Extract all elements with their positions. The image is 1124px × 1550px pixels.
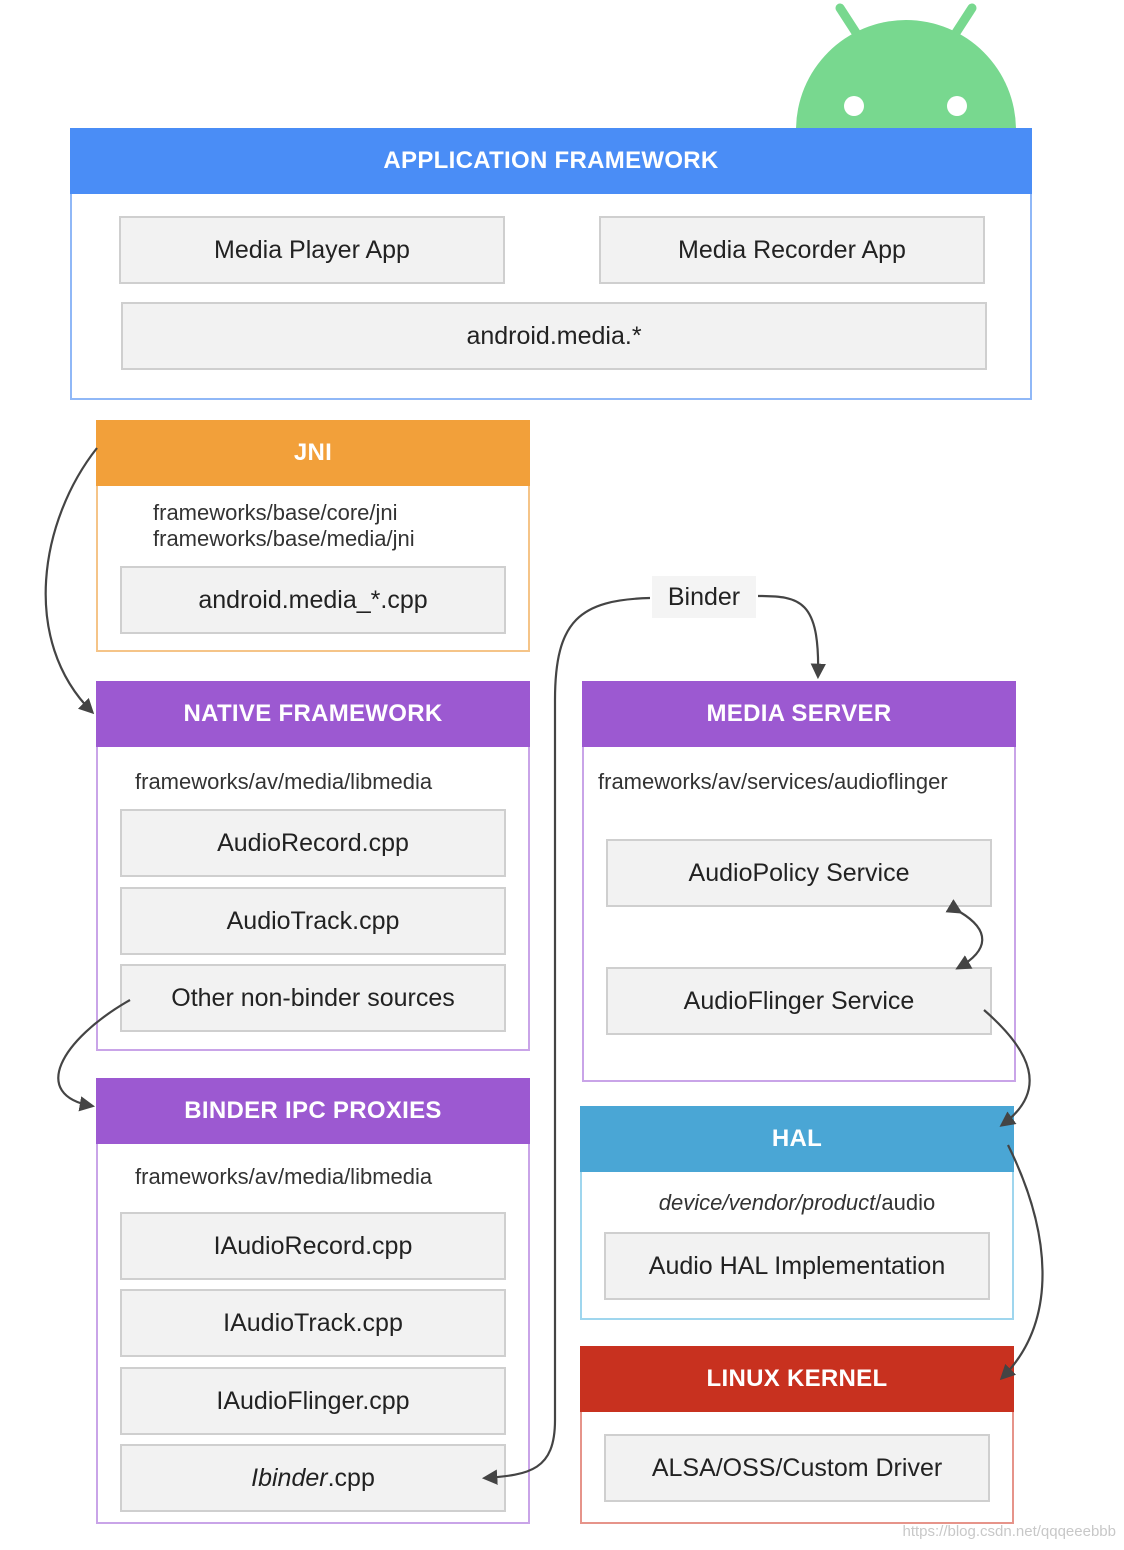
native-framework-panel: NATIVE FRAMEWORK frameworks/av/media/lib…: [96, 681, 530, 1051]
binder-ipc-proxies-panel: BINDER IPC PROXIES frameworks/av/media/l…: [96, 1078, 530, 1524]
application-framework-panel: APPLICATION FRAMEWORK Media Player App M…: [70, 128, 1032, 400]
media-recorder-app-box: Media Recorder App: [599, 216, 985, 284]
binder-label: Binder: [652, 576, 756, 618]
arrow-binder-to-ibinder: [481, 596, 651, 1485]
arrow-binder-to-media-server: [757, 594, 827, 680]
binder-ipc-path: frameworks/av/media/libmedia: [135, 1164, 433, 1189]
audioflinger-service-box: AudioFlinger Service: [606, 967, 992, 1035]
hal-path-rest: /audio: [875, 1190, 936, 1215]
arrow-hal-to-kernel: [999, 1144, 1044, 1381]
linux-kernel-title: LINUX KERNEL: [580, 1346, 1014, 1412]
jni-path-media: frameworks/base/media/jni: [153, 526, 415, 551]
native-framework-path: frameworks/av/media/libmedia: [135, 769, 433, 794]
hal-title: HAL: [580, 1106, 1014, 1172]
ibinder-italic-text: Ibinder: [251, 1463, 328, 1492]
android-media-cpp-box: android.media_*.cpp: [120, 566, 506, 634]
ibinder-cpp-box: Ibinder.cpp: [120, 1444, 506, 1512]
hal-panel: HAL device/vendor/product/audio Audio HA…: [580, 1106, 1014, 1320]
arrow-audioflinger-to-hal: [983, 1009, 1031, 1127]
linux-kernel-panel: LINUX KERNEL ALSA/OSS/Custom Driver: [580, 1346, 1014, 1524]
media-server-title: MEDIA SERVER: [582, 681, 1016, 747]
ibinder-ext-text: .cpp: [327, 1463, 375, 1492]
android-media-box: android.media.*: [121, 302, 987, 370]
media-server-panel: MEDIA SERVER frameworks/av/services/audi…: [582, 681, 1016, 1082]
media-player-app-box: Media Player App: [119, 216, 505, 284]
application-framework-title: APPLICATION FRAMEWORK: [70, 128, 1032, 194]
iaudioflinger-cpp-box: IAudioFlinger.cpp: [120, 1367, 506, 1435]
media-server-path: frameworks/av/services/audioflinger: [598, 769, 948, 794]
hal-path: device/vendor/product/audio: [582, 1190, 1012, 1216]
arrow-audiopolicy-audioflinger: [945, 899, 984, 970]
binder-ipc-proxies-title: BINDER IPC PROXIES: [96, 1078, 530, 1144]
native-framework-title: NATIVE FRAMEWORK: [96, 681, 530, 747]
audio-hal-implementation-box: Audio HAL Implementation: [604, 1232, 990, 1300]
alsa-oss-custom-driver-box: ALSA/OSS/Custom Driver: [604, 1434, 990, 1502]
jni-panel: JNI frameworks/base/core/jni frameworks/…: [96, 420, 530, 652]
jni-title: JNI: [96, 420, 530, 486]
hal-path-italic: device/vendor/product: [658, 1190, 876, 1215]
audiopolicy-service-box: AudioPolicy Service: [606, 839, 992, 907]
arrow-jni-to-native: [44, 447, 98, 715]
iaudiorecord-cpp-box: IAudioRecord.cpp: [120, 1212, 506, 1280]
watermark-text: https://blog.csdn.net/qqqeeebbb: [902, 1523, 1116, 1540]
iaudiotrack-cpp-box: IAudioTrack.cpp: [120, 1289, 506, 1357]
audiorecord-cpp-box: AudioRecord.cpp: [120, 809, 506, 877]
jni-path-core: frameworks/base/core/jni: [153, 500, 398, 525]
arrow-native-to-binder-ipc: [57, 999, 131, 1112]
audiotrack-cpp-box: AudioTrack.cpp: [120, 887, 506, 955]
android-logo-icon: [796, 3, 1016, 130]
other-non-binder-sources-box: Other non-binder sources: [120, 964, 506, 1032]
